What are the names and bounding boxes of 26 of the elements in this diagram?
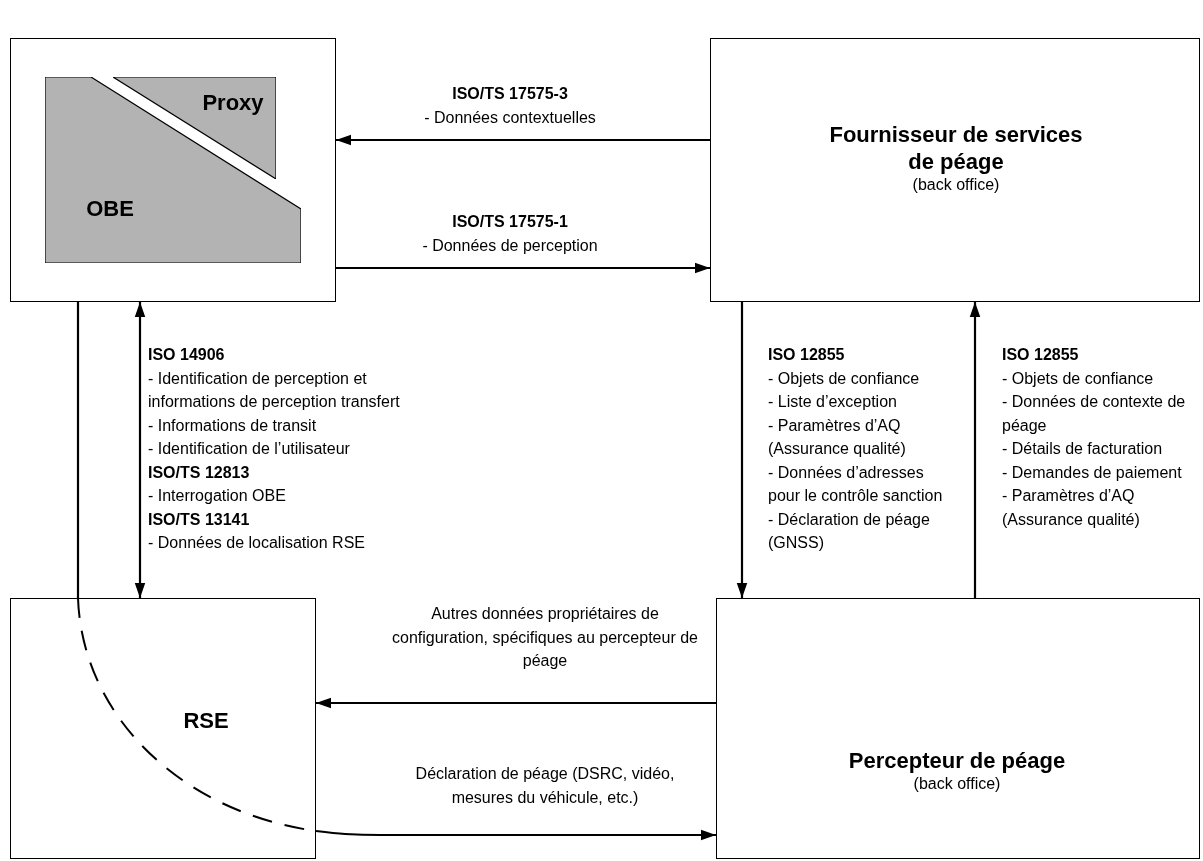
node-title: Fournisseur de services de péage (828, 121, 1084, 175)
connector-line (76, 302, 80, 598)
node-subtitle: (back office) (911, 175, 1001, 195)
node-title: Proxy (201, 89, 265, 116)
node-title: OBE (85, 195, 135, 222)
edge-label: ISO/TS 17575-3 - Données contextuelles (423, 84, 597, 128)
node-title: RSE (182, 707, 230, 734)
device-box (10, 38, 336, 302)
edge-label: Autres données propriétaires de configuration, spécifiques au percepteur de péage (391, 604, 699, 671)
arrow (316, 697, 716, 709)
arrow (336, 262, 710, 274)
arrow (736, 302, 748, 598)
arrow (336, 134, 710, 146)
edge-label: ISO 14906 - Identification de perception et informations de perception transfert - Informations de transit - Identification de l’utilisateur ISO/TS 12813 - Interrogation OBE ISO/TS 13141 - Données de localisation RSE (148, 345, 401, 553)
arrow (315, 829, 716, 841)
edge-label: ISO 12855 - Objets de confiance - Données de contexte de péage - Détails de facturation - Demandes de paiement - Paramètres d’AQ (Assurance qualité) (1002, 345, 1187, 530)
edge-label: ISO 12855 - Objets de confiance - Liste d’exception - Paramètres d’AQ (Assurance qualité) - Données d’adresses pour le contrôle sanction - Déclaration de péage (GNSS) (768, 345, 944, 553)
edge-label: ISO/TS 17575-1 - Données de perception (421, 212, 599, 256)
arrow (134, 302, 146, 598)
node-title: Percepteur de péage (847, 747, 1067, 774)
system-box (10, 598, 316, 859)
edge-label: Déclaration de péage (DSRC, vidéo, mesures du véhicule, etc.) (414, 764, 676, 808)
system-box (710, 38, 1200, 302)
node-subtitle: (back office) (912, 774, 1002, 794)
arrow (969, 302, 981, 598)
system-box (716, 598, 1200, 859)
